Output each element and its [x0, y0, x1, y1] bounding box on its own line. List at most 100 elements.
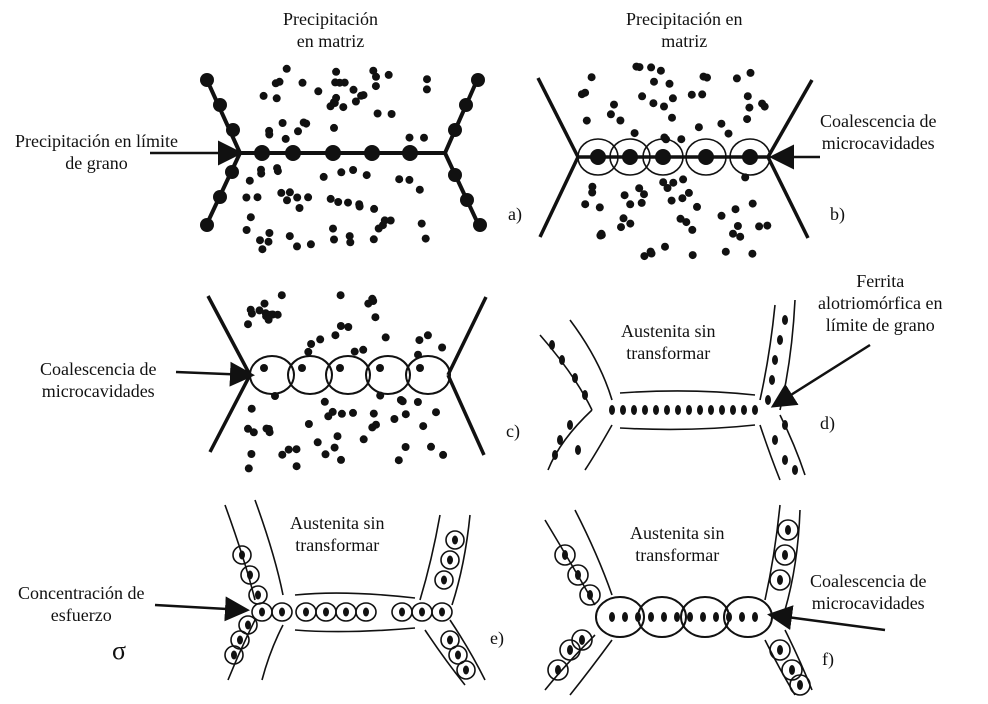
- panel-a-tag: a): [508, 203, 522, 225]
- precipitate-dot: [265, 238, 273, 246]
- ferrite-dot: [675, 405, 681, 415]
- boundary-precipitate: [200, 218, 214, 232]
- precipitate-dot: [729, 230, 737, 238]
- precipitate-dot: [327, 195, 335, 203]
- panel-f-tag: f): [822, 648, 834, 670]
- microcavity-particle: [279, 608, 285, 617]
- precipitate-dot: [370, 205, 378, 213]
- precipitate-dot: [265, 229, 273, 237]
- precipitate-dot: [322, 450, 330, 458]
- precipitate-dot: [352, 98, 360, 106]
- precipitate-dot: [283, 65, 291, 73]
- microcavity-particle: [785, 525, 791, 535]
- precipitate-dot: [330, 236, 338, 244]
- microcavity-particle: [648, 612, 654, 622]
- precipitate-dot: [351, 348, 359, 356]
- precipitate-dot: [293, 242, 301, 250]
- microcavity-particle: [575, 570, 581, 580]
- precipitate-dot: [334, 432, 342, 440]
- microcavity-particle: [590, 149, 606, 165]
- ferrite-dot: [752, 405, 758, 415]
- precipitate-dot: [395, 175, 403, 183]
- microcavity-particle: [609, 612, 615, 622]
- precipitate-dot: [668, 114, 676, 122]
- panel-d-tag: d): [820, 412, 835, 434]
- precipitate-dot: [257, 170, 265, 178]
- precipitate-dot: [364, 300, 372, 308]
- panel-d-center-line1: Austenita sin: [621, 320, 716, 342]
- boundary-precipitate: [285, 145, 301, 161]
- microcavity-particle: [661, 612, 667, 622]
- precipitate-dot: [688, 226, 696, 234]
- arrow-d: [775, 345, 870, 405]
- matrix-precipitates-b: [578, 63, 771, 261]
- precipitate-dot: [314, 438, 322, 446]
- precipitate-dot: [638, 92, 646, 100]
- precipitate-dot: [331, 331, 339, 339]
- panel-b-top-line2: matriz: [626, 30, 742, 52]
- ferrite-dot: [559, 355, 565, 365]
- precipitate-dot: [282, 135, 290, 143]
- precipitate-dot: [294, 127, 302, 135]
- ferrite-dot: [582, 390, 588, 400]
- precipitate-dot: [300, 119, 308, 127]
- microcavity-particle: [336, 364, 344, 372]
- precipitate-dot: [677, 135, 685, 143]
- precipitate-dot: [424, 331, 432, 339]
- panel-f-side-line2: microcavidades: [810, 592, 926, 614]
- microcavity-particle: [587, 590, 593, 600]
- precipitate-dot: [419, 422, 427, 430]
- precipitate-dot: [695, 123, 703, 131]
- precipitate-dot: [420, 134, 428, 142]
- precipitate-dot: [331, 444, 339, 452]
- microcavity-particle: [231, 651, 237, 660]
- panel-a-top-line2: en matriz: [283, 30, 378, 52]
- precipitate-dot: [307, 340, 315, 348]
- precipitate-dot: [703, 74, 711, 82]
- precipitate-dot: [688, 91, 696, 99]
- microcavity-particle: [739, 612, 745, 622]
- boundary-precipitate: [459, 98, 473, 112]
- microcavity-particle: [237, 636, 243, 645]
- arrow-f: [772, 615, 885, 630]
- precipitate-dot: [385, 71, 393, 79]
- precipitate-dot: [247, 213, 255, 221]
- ferrite-dot: [609, 405, 615, 415]
- microcavity-particle: [562, 550, 568, 560]
- panel-a-side-line1: Precipitación en límite: [15, 130, 178, 152]
- precipitate-dot: [725, 130, 733, 138]
- boundary-precipitate: [325, 145, 341, 161]
- precipitate-dot: [621, 191, 629, 199]
- ferrite-dot: [697, 405, 703, 415]
- precipitate-dot: [263, 425, 271, 433]
- grain-boundary-a: [205, 78, 480, 228]
- panel-f-center-line2: transformar: [630, 544, 725, 566]
- ferrite-dot: [572, 373, 578, 383]
- precipitate-dot: [372, 73, 380, 81]
- microcavity-particle: [726, 612, 732, 622]
- precipitate-dot: [638, 199, 646, 207]
- panel-a-top-label: Precipitación en matriz: [283, 8, 378, 52]
- precipitate-dot: [399, 397, 407, 405]
- ferrite-dot: [782, 455, 788, 465]
- panel-e-side-label: Concentración de esfuerzo: [18, 582, 144, 626]
- ferrite-dot: [708, 405, 714, 415]
- microcavity-particle: [713, 612, 719, 622]
- precipitate-dot: [718, 212, 726, 220]
- microcavity-particle: [245, 621, 251, 630]
- precipitate-dot: [273, 94, 281, 102]
- microcavity-particle: [260, 364, 268, 372]
- ferrite-dot: [741, 405, 747, 415]
- precipitate-dot: [395, 456, 403, 464]
- sigma-symbol: σ: [112, 636, 126, 666]
- arrow-e: [155, 605, 245, 610]
- precipitate-dot: [293, 445, 301, 453]
- precipitate-dot: [265, 316, 273, 324]
- precipitate-dot: [360, 435, 368, 443]
- panel-e-center-label: Austenita sin transformar: [290, 512, 385, 556]
- panel-b-side-line1: Coalescencia de: [820, 110, 936, 132]
- precipitate-dot: [349, 166, 357, 174]
- precipitate-dot: [677, 215, 685, 223]
- precipitate-dot: [640, 252, 648, 260]
- precipitate-dot: [304, 348, 312, 356]
